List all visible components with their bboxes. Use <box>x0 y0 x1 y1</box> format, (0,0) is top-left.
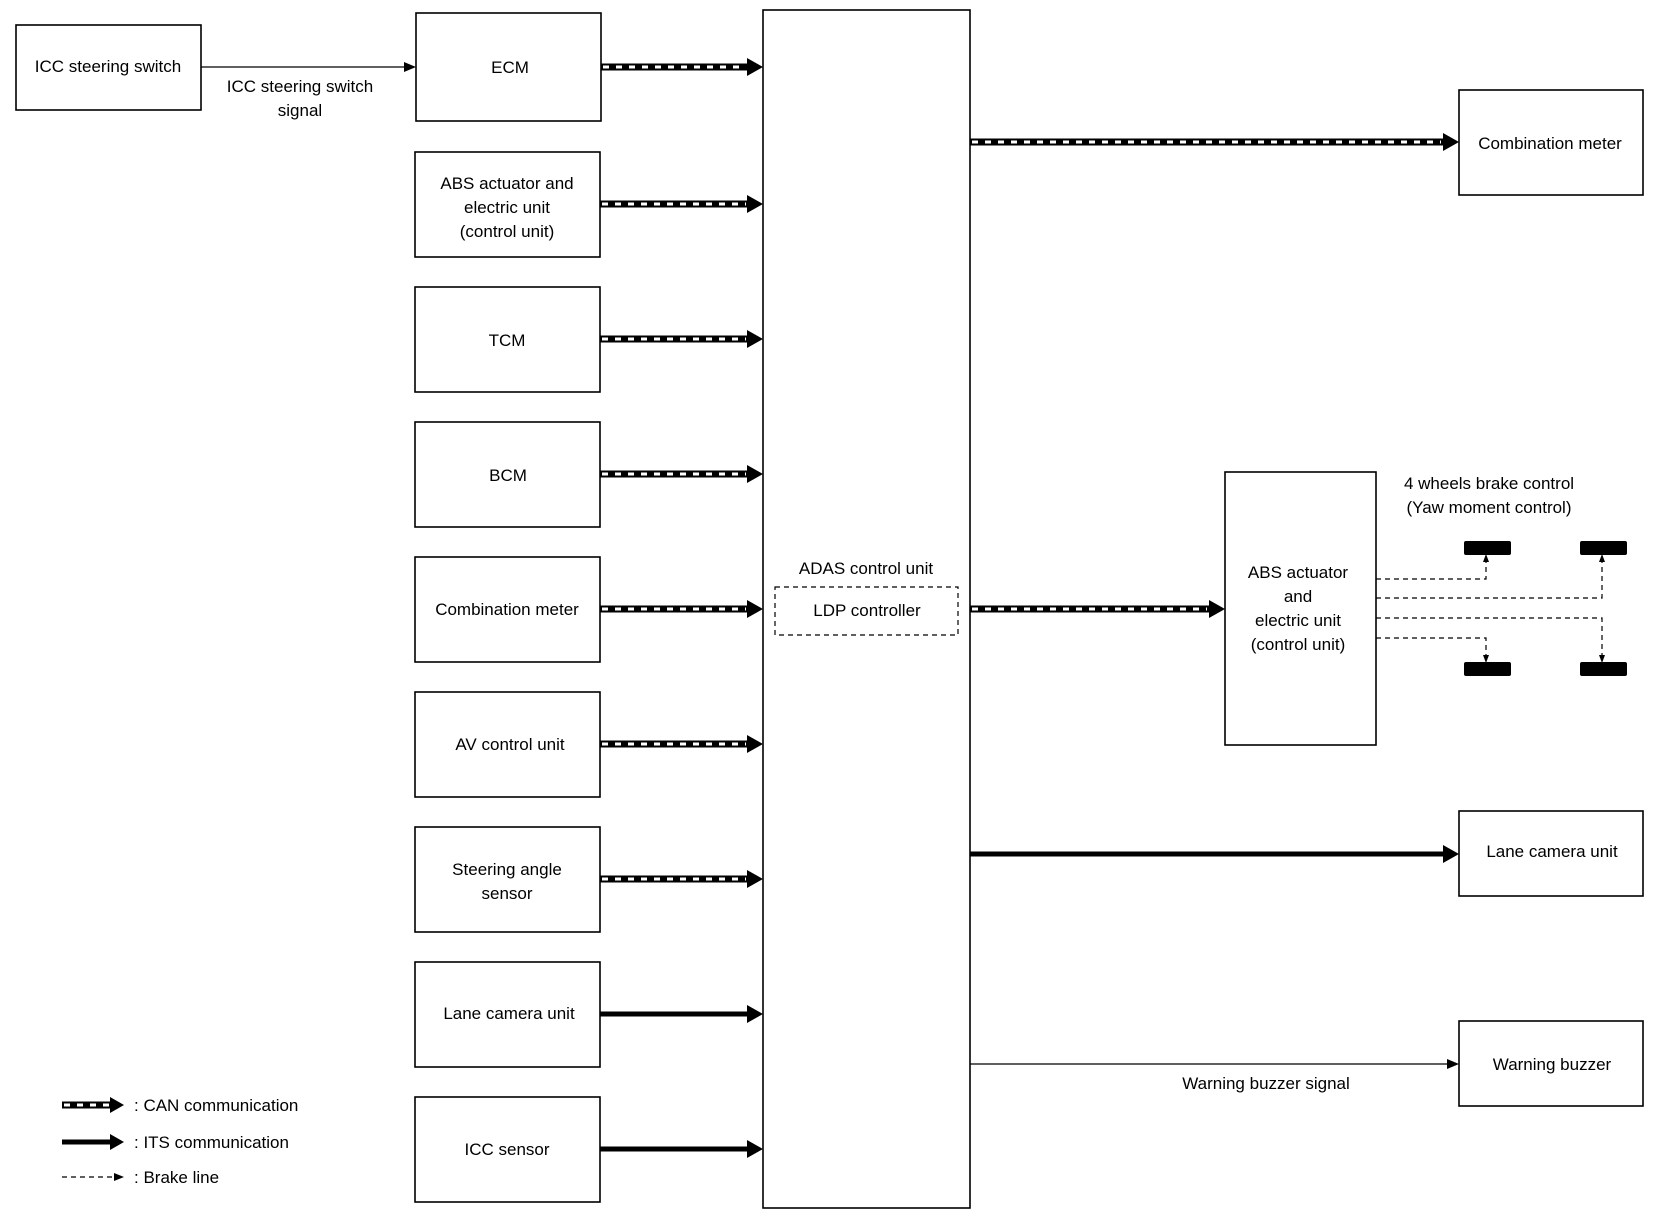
steering-angle-sensor-label-1: Steering angle <box>452 860 562 879</box>
steering-angle-sensor-box <box>414 826 601 933</box>
wheel-front-left-icon <box>1464 541 1511 555</box>
ldp-controller-box <box>774 586 959 636</box>
tcm-label: TCM <box>489 331 526 350</box>
bcm-label: BCM <box>489 466 527 485</box>
can-arrowhead-ecm <box>747 58 763 76</box>
abs-output-label-4: (control unit) <box>1251 635 1345 654</box>
warning-buzzer-label: Warning buzzer <box>1493 1055 1612 1074</box>
lane-camera-output-label: Lane camera unit <box>1486 842 1618 861</box>
icc-sensor-box <box>414 1096 601 1203</box>
can-arrowhead-combination-meter <box>747 600 763 618</box>
icc-switch-signal-label-1: ICC steering switch <box>227 77 373 96</box>
brake-line-front-right <box>1376 560 1603 599</box>
brake-line-rear-left <box>1376 637 1487 657</box>
abs-input-label-2: electric unit <box>464 198 550 217</box>
abs-output-box <box>1224 471 1377 746</box>
brake-line-rear-right <box>1376 617 1603 657</box>
legend-brake-arrowhead <box>114 1173 124 1181</box>
can-arrowhead-steering-angle-sensor <box>747 870 763 888</box>
lane-camera-output-box <box>1458 810 1644 897</box>
combination-meter-input-label: Combination meter <box>435 600 579 619</box>
warning-buzzer-signal-arrowhead <box>1447 1059 1459 1069</box>
wheel-front-right-icon <box>1580 541 1627 555</box>
lane-camera-input-box <box>414 961 601 1068</box>
abs-input-label-1: ABS actuator and <box>440 174 573 193</box>
av-control-unit-label: AV control unit <box>455 735 565 754</box>
ldp-controller-label: LDP controller <box>813 601 921 620</box>
ecm-label: ECM <box>491 58 529 77</box>
legend-can-label: : CAN communication <box>134 1096 298 1115</box>
legend-its-arrowhead <box>110 1134 124 1150</box>
warning-buzzer-signal-label: Warning buzzer signal <box>1182 1074 1350 1093</box>
can-arrowhead-to-combination-meter <box>1443 133 1459 151</box>
can-arrowhead-tcm <box>747 330 763 348</box>
brake-control-label-1: 4 wheels brake control <box>1404 474 1574 493</box>
ecm-box <box>415 12 602 122</box>
abs-output-label-2: and <box>1284 587 1312 606</box>
can-arrowhead-to-abs <box>1209 600 1225 618</box>
legend-can-arrowhead <box>110 1097 124 1113</box>
icc-steering-switch-box <box>15 24 202 111</box>
icc-switch-signal-label-2: signal <box>278 101 322 120</box>
adas-control-unit-label: ADAS control unit <box>799 559 933 578</box>
legend-brake-label: : Brake line <box>134 1168 219 1187</box>
its-arrowhead-lane-camera <box>747 1005 763 1023</box>
can-arrowhead-bcm <box>747 465 763 483</box>
wheel-rear-left-icon <box>1464 662 1511 676</box>
combination-meter-output-box <box>1458 89 1644 196</box>
icc-steering-switch-label: ICC steering switch <box>35 57 181 76</box>
abs-output-label-1: ABS actuator <box>1248 563 1349 582</box>
abs-input-box <box>414 151 601 258</box>
lane-camera-input-label: Lane camera unit <box>443 1004 575 1023</box>
combination-meter-output-label: Combination meter <box>1478 134 1622 153</box>
its-arrowhead-icc-sensor <box>747 1140 763 1158</box>
warning-buzzer-box <box>1458 1020 1644 1107</box>
brake-line-front-left <box>1376 560 1487 580</box>
abs-input-label-3: (control unit) <box>460 222 554 241</box>
wheel-rear-right-icon <box>1580 662 1627 676</box>
icc-switch-signal-arrowhead <box>404 62 416 72</box>
can-arrowhead-abs <box>747 195 763 213</box>
icc-sensor-label: ICC sensor <box>464 1140 549 1159</box>
steering-angle-sensor-label-2: sensor <box>481 884 532 903</box>
legend-its-label: : ITS communication <box>134 1133 289 1152</box>
its-arrowhead-to-lane-camera <box>1443 845 1459 863</box>
can-arrowhead-av-control-unit <box>747 735 763 753</box>
abs-output-label-3: electric unit <box>1255 611 1341 630</box>
brake-control-label-2: (Yaw moment control) <box>1406 498 1571 517</box>
combination-meter-input-box <box>414 556 601 663</box>
